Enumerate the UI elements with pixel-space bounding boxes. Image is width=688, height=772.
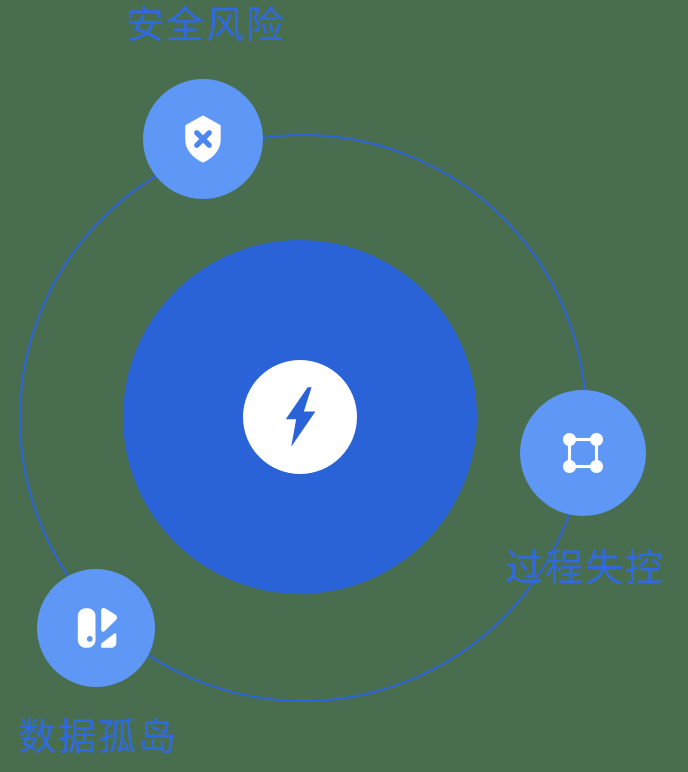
label-process-out-of-control: 过程失控 (505, 548, 666, 590)
core-circle (123, 240, 477, 594)
transform-square-icon (562, 432, 604, 474)
label-data-silo: 数据孤岛 (18, 717, 179, 759)
label-security-risk: 安全风险 (126, 5, 287, 47)
node-security-risk (143, 79, 263, 199)
cards-icon (77, 607, 118, 648)
shield-x-icon (185, 115, 221, 162)
core-inner-circle (243, 360, 357, 474)
node-process-out-of-control (520, 390, 646, 516)
lightning-icon (285, 387, 316, 447)
node-data-silo (37, 569, 155, 687)
